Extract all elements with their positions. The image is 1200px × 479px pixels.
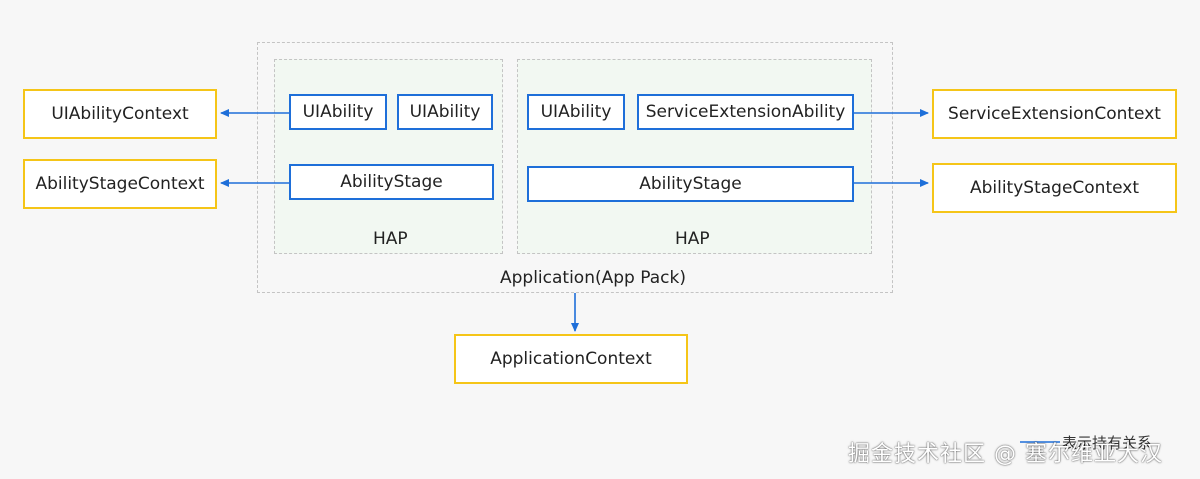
application-label: Application(App Pack) [500,268,686,288]
uiability-box-1: UIAbility [289,94,387,130]
service-extension-ability-box: ServiceExtensionAbility [637,94,854,130]
application-context-box: ApplicationContext [454,334,688,384]
application-container [257,42,893,293]
legend-text: 表示持有关系 [1062,434,1153,452]
uiability-box-2: UIAbility [397,94,493,130]
service-extension-context-box: ServiceExtensionContext [932,89,1177,139]
hap-left-container [274,59,503,254]
hap-right-label: HAP [675,229,710,249]
watermark: 掘金技术社区 @ 塞尔维亚大汉 [848,442,1163,467]
ability-stage-box-left: AbilityStage [289,164,494,200]
ability-stage-context-box-right: AbilityStageContext [932,163,1177,213]
hap-right-container [517,59,872,254]
ability-stage-box-right: AbilityStage [527,166,854,202]
uiability-box-3: UIAbility [527,94,625,130]
hap-left-label: HAP [373,229,408,249]
ability-stage-context-box-left: AbilityStageContext [23,159,217,209]
uiability-context-box: UIAbilityContext [23,89,217,139]
